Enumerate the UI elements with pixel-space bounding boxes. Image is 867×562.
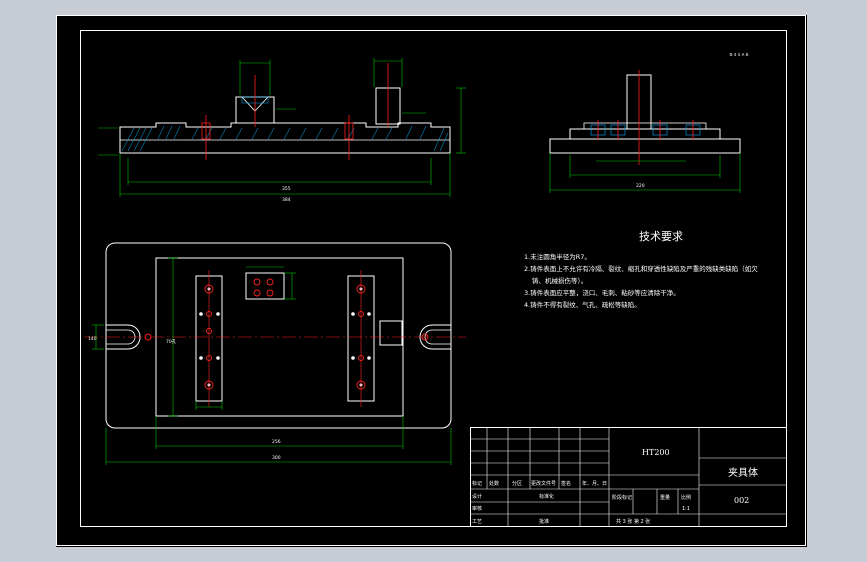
tb-header-zone: 分区 bbox=[512, 480, 522, 487]
dim-top-mid: 355 bbox=[282, 186, 291, 192]
tech-req-title: 技术要求 bbox=[639, 230, 683, 243]
tb-header-date: 年、月、日 bbox=[582, 480, 607, 487]
tb-label-design: 设计 bbox=[472, 493, 482, 500]
tech-req-item-4: 4.铸件不得有裂纹、气孔、疏松等缺陷。 bbox=[524, 300, 641, 309]
tb-stage-mark: 阶段标记 bbox=[612, 494, 632, 501]
cad-viewport[interactable]: Ｂ４０ＡＢ bbox=[56, 15, 807, 547]
front-base-outline bbox=[119, 122, 451, 154]
tb-stage-weight: 重量 bbox=[660, 494, 670, 501]
tb-label-standard: 标准化 bbox=[539, 493, 554, 500]
inner-border bbox=[80, 30, 787, 527]
front-bolts bbox=[201, 63, 389, 160]
cad-drawing-canvas: Ｂ４０ＡＢ bbox=[56, 15, 806, 546]
side-base bbox=[549, 138, 741, 154]
tech-req-item-2b: 铸、机械损伤等）。 bbox=[532, 276, 587, 285]
top-locator-block bbox=[245, 272, 285, 300]
tb-header-mark: 标记 bbox=[472, 480, 482, 487]
dim-plan-total: 300 bbox=[272, 455, 281, 461]
plan-dimensions bbox=[92, 257, 452, 465]
front-dimensions bbox=[98, 58, 466, 197]
side-view: 220 bbox=[549, 70, 741, 193]
technical-requirements: 技术要求 1.未注圆角半径为R7。 2.铸件表面上不允许有冷隔、裂纹、缩孔和穿透… bbox=[524, 230, 758, 309]
plan-outline bbox=[105, 242, 452, 429]
tb-header-sign: 签名 bbox=[561, 480, 571, 487]
tb-header-count: 处数 bbox=[489, 480, 499, 487]
dim-side-width: 220 bbox=[636, 183, 645, 189]
tb-material: HT200 bbox=[642, 448, 670, 457]
dim-slot: 140 bbox=[88, 336, 97, 342]
tb-sheet-info: 共 3 张 第 2 张 bbox=[616, 518, 650, 525]
tb-label-approve: 批准 bbox=[539, 518, 549, 525]
corner-label: Ｂ４０ＡＢ bbox=[729, 52, 749, 57]
dim-plan-inner: 256 bbox=[272, 439, 281, 445]
tech-req-item-2: 2.铸件表面上不允许有冷隔、裂纹、缩孔和穿透性缺陷及严重的残缺类缺陷（如欠 bbox=[524, 264, 758, 273]
front-view: 355 384 bbox=[98, 58, 466, 203]
tb-part-number: 002 bbox=[734, 496, 749, 505]
outer-border bbox=[56, 15, 806, 546]
front-hatch bbox=[121, 125, 449, 152]
tb-label-process: 工艺 bbox=[472, 519, 482, 525]
tb-header-change-doc: 更改文件号 bbox=[531, 480, 556, 487]
dim-top-total: 384 bbox=[282, 197, 291, 203]
tb-part-name: 夹具体 bbox=[728, 466, 758, 479]
plan-holes bbox=[144, 278, 429, 390]
dim-plan-left: 70孔 bbox=[166, 338, 177, 345]
plan-view: 256 300 70孔 140 bbox=[84, 242, 466, 465]
tech-req-item-3: 3.铸件表面应平整，浇口、毛刺、粘砂等应清除干净。 bbox=[524, 288, 680, 297]
title-block: 标记 处数 分区 更改文件号 签名 年、月、日 设计 标准化 审核 工艺 批准 … bbox=[470, 427, 787, 527]
tb-label-review: 审核 bbox=[472, 505, 482, 512]
tech-req-item-1: 1.未注圆角半径为R7。 bbox=[524, 252, 591, 261]
tb-stage-scale: 比例 bbox=[681, 494, 691, 501]
tb-scale-value: 1:1 bbox=[682, 506, 690, 512]
